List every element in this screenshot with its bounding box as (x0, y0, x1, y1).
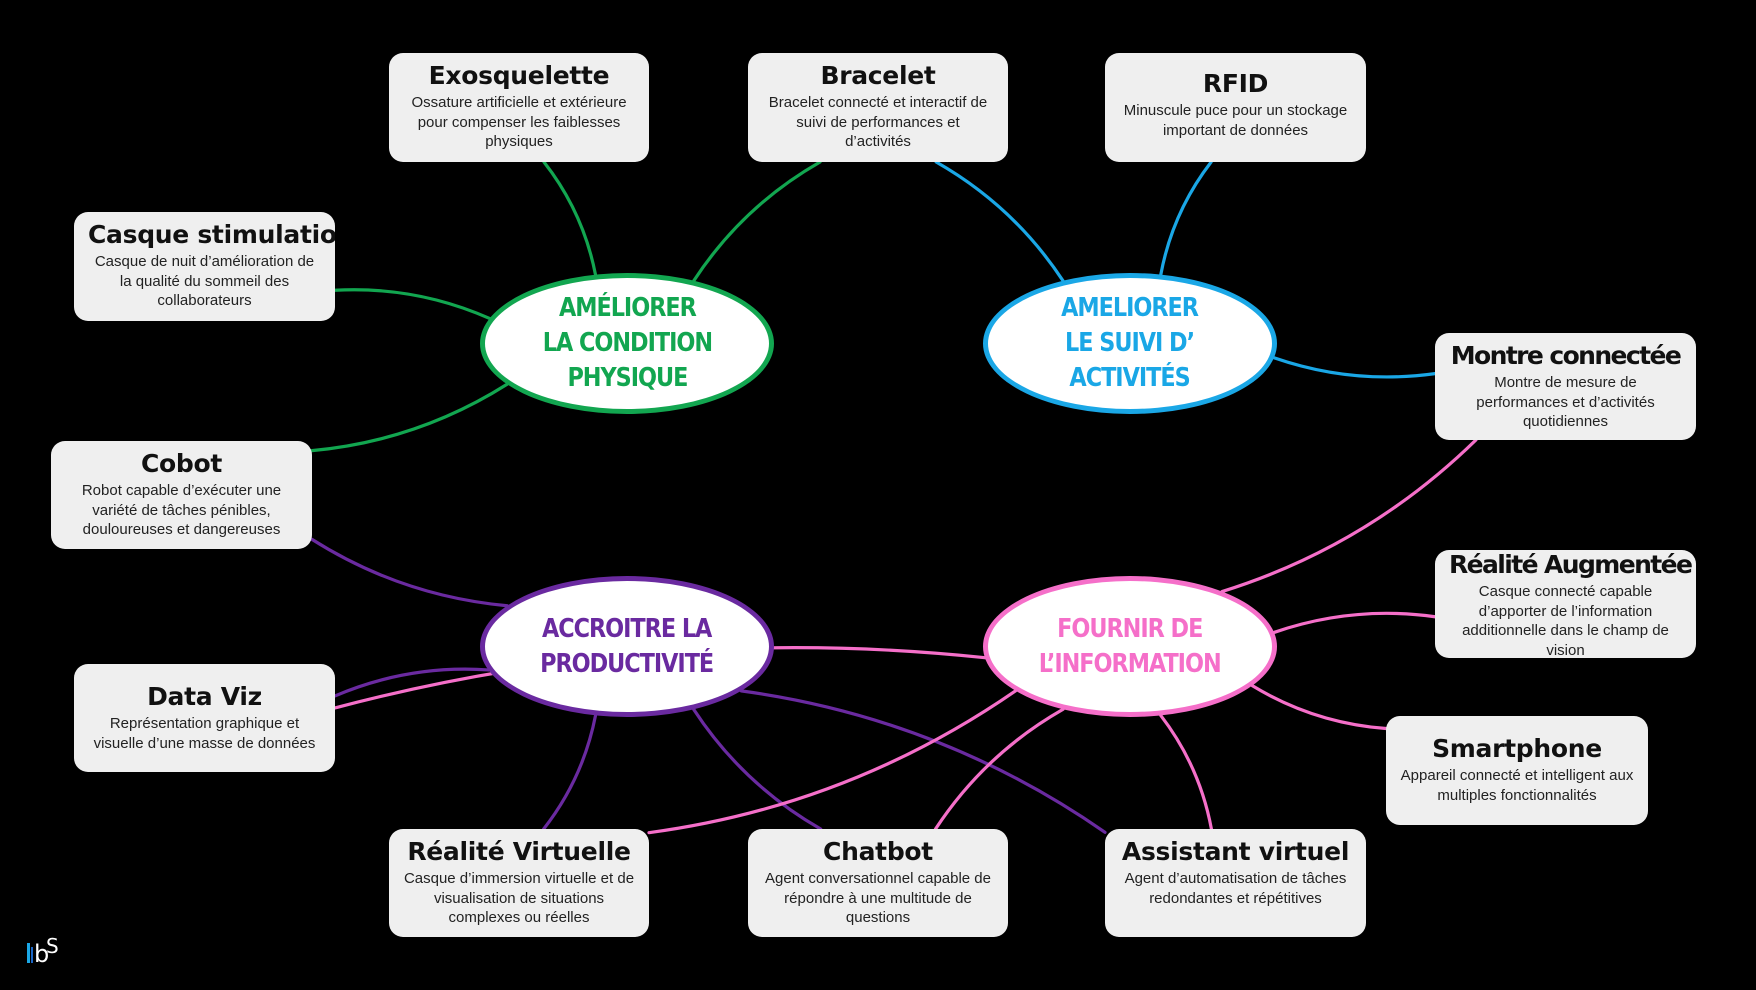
connector-condition-casque_stimulation (333, 288, 492, 321)
card-casque-stimulation: Casque stimulation Casque de nuit d’amél… (74, 212, 335, 321)
card-title: Data Viz (147, 682, 262, 711)
connector-information-realite_augmentee (1272, 611, 1437, 635)
connector-productivite-dataviz (333, 667, 490, 698)
card-description: Robot capable d’exécuter une variété de … (81, 482, 282, 538)
card-description: Casque connecté capable d’apporter de l’… (1462, 583, 1669, 658)
card-smartphone: Smartphone Appareil connecté et intellig… (1386, 716, 1648, 825)
card-exosquelette: Exosquelette Ossature artificielle et ex… (389, 53, 649, 162)
card-title: RFID (1202, 69, 1269, 98)
card-description: Agent d’automatisation de tâches redonda… (1124, 870, 1347, 907)
card-description: Montre de mesure de performances et d’ac… (1476, 374, 1655, 430)
connector-productivite-chatbot (692, 707, 823, 831)
card-title: Exosquelette (428, 61, 610, 90)
card-realite-augmentee: Réalité Augmentée Casque connecté capabl… (1435, 550, 1696, 658)
card-description: Agent conversationnel capable de répondr… (765, 870, 991, 926)
card-description: Ossature artificielle et extérieure pour… (411, 94, 627, 150)
card-title: Chatbot (823, 837, 933, 866)
card-data-viz: Data Viz Représentation graphique et vis… (74, 664, 335, 772)
svg-text:b: b (34, 940, 49, 965)
svg-text:S: S (46, 934, 59, 958)
hub-ameliorer-condition-physique: AMÉLIORER LA CONDITION PHYSIQUE (480, 273, 774, 414)
card-title: Réalité Virtuelle (407, 837, 631, 866)
card-description: Représentation graphique et visuelle d’u… (93, 715, 316, 752)
card-description: Minuscule puce pour un stockage importan… (1123, 102, 1348, 139)
connector-productivite-realite_virtuelle (542, 713, 598, 831)
card-realite-virtuelle: Réalité Virtuelle Casque d’immersion vir… (389, 829, 649, 937)
connector-condition-cobot (310, 382, 509, 453)
connector-information-realite_virtuelle (647, 689, 1018, 835)
connector-productivite-assistant (739, 689, 1107, 834)
card-rfid: RFID Minuscule puce pour un stockage imp… (1105, 53, 1366, 162)
card-title: Bracelet (820, 61, 936, 90)
connector-information-chatbot (933, 707, 1065, 831)
connector-condition-exosquelette (542, 160, 598, 277)
card-cobot: Cobot Robot capable d’exécuter une varié… (51, 441, 312, 549)
card-description: Casque d’immersion virtuelle et de visua… (403, 870, 635, 926)
card-title: Casque stimulation (88, 220, 335, 249)
card-title: Réalité Augmentée (1449, 550, 1693, 579)
connector-suivi-bracelet (934, 160, 1065, 283)
card-title: Smartphone (1432, 734, 1602, 763)
hub-fournir-information: FOURNIR DE L’INFORMATION (983, 576, 1277, 717)
brand-logo-icon: b S (27, 934, 59, 965)
connector-condition-bracelet (692, 160, 822, 283)
card-description: Bracelet connecté et interactif de suivi… (768, 94, 988, 150)
hub-label: FOURNIR DE L’INFORMATION (1039, 613, 1222, 679)
card-title: Montre connectée (1450, 341, 1682, 370)
card-description: Appareil connecté et intelligent aux mul… (1400, 767, 1634, 804)
connector-suivi-rfid (1159, 160, 1213, 277)
hub-label: AMÉLIORER LA CONDITION PHYSIQUE (542, 293, 712, 393)
card-assistant-virtuel: Assistant virtuel Agent d’automatisation… (1105, 829, 1366, 937)
card-title: Cobot (140, 449, 223, 478)
connector-information-smartphone (1250, 684, 1388, 731)
hub-label: AMELIORER LE SUIVI D’ ACTIVITÉS (1061, 293, 1200, 393)
card-montre-connectee: Montre connectée Montre de mesure de per… (1435, 333, 1696, 440)
card-chatbot: Chatbot Agent conversationnel capable de… (748, 829, 1008, 937)
connector-information-montre (1220, 438, 1478, 594)
connector-suivi-montre (1272, 356, 1437, 379)
hub-accroitre-productivite: ACCROITRE LA PRODUCTIVITÉ (480, 576, 774, 717)
card-description: Casque de nuit d’amélioration de la qual… (94, 253, 315, 309)
connector-information-assistant (1159, 713, 1214, 831)
connector-productivite-cobot (310, 537, 509, 608)
hub-label: ACCROITRE LA PRODUCTIVITÉ (540, 613, 714, 679)
card-bracelet: Bracelet Bracelet connecté et interactif… (748, 53, 1008, 162)
hub-ameliorer-suivi-activites: AMELIORER LE SUIVI D’ ACTIVITÉS (983, 273, 1277, 414)
card-title: Assistant virtuel (1121, 837, 1350, 866)
